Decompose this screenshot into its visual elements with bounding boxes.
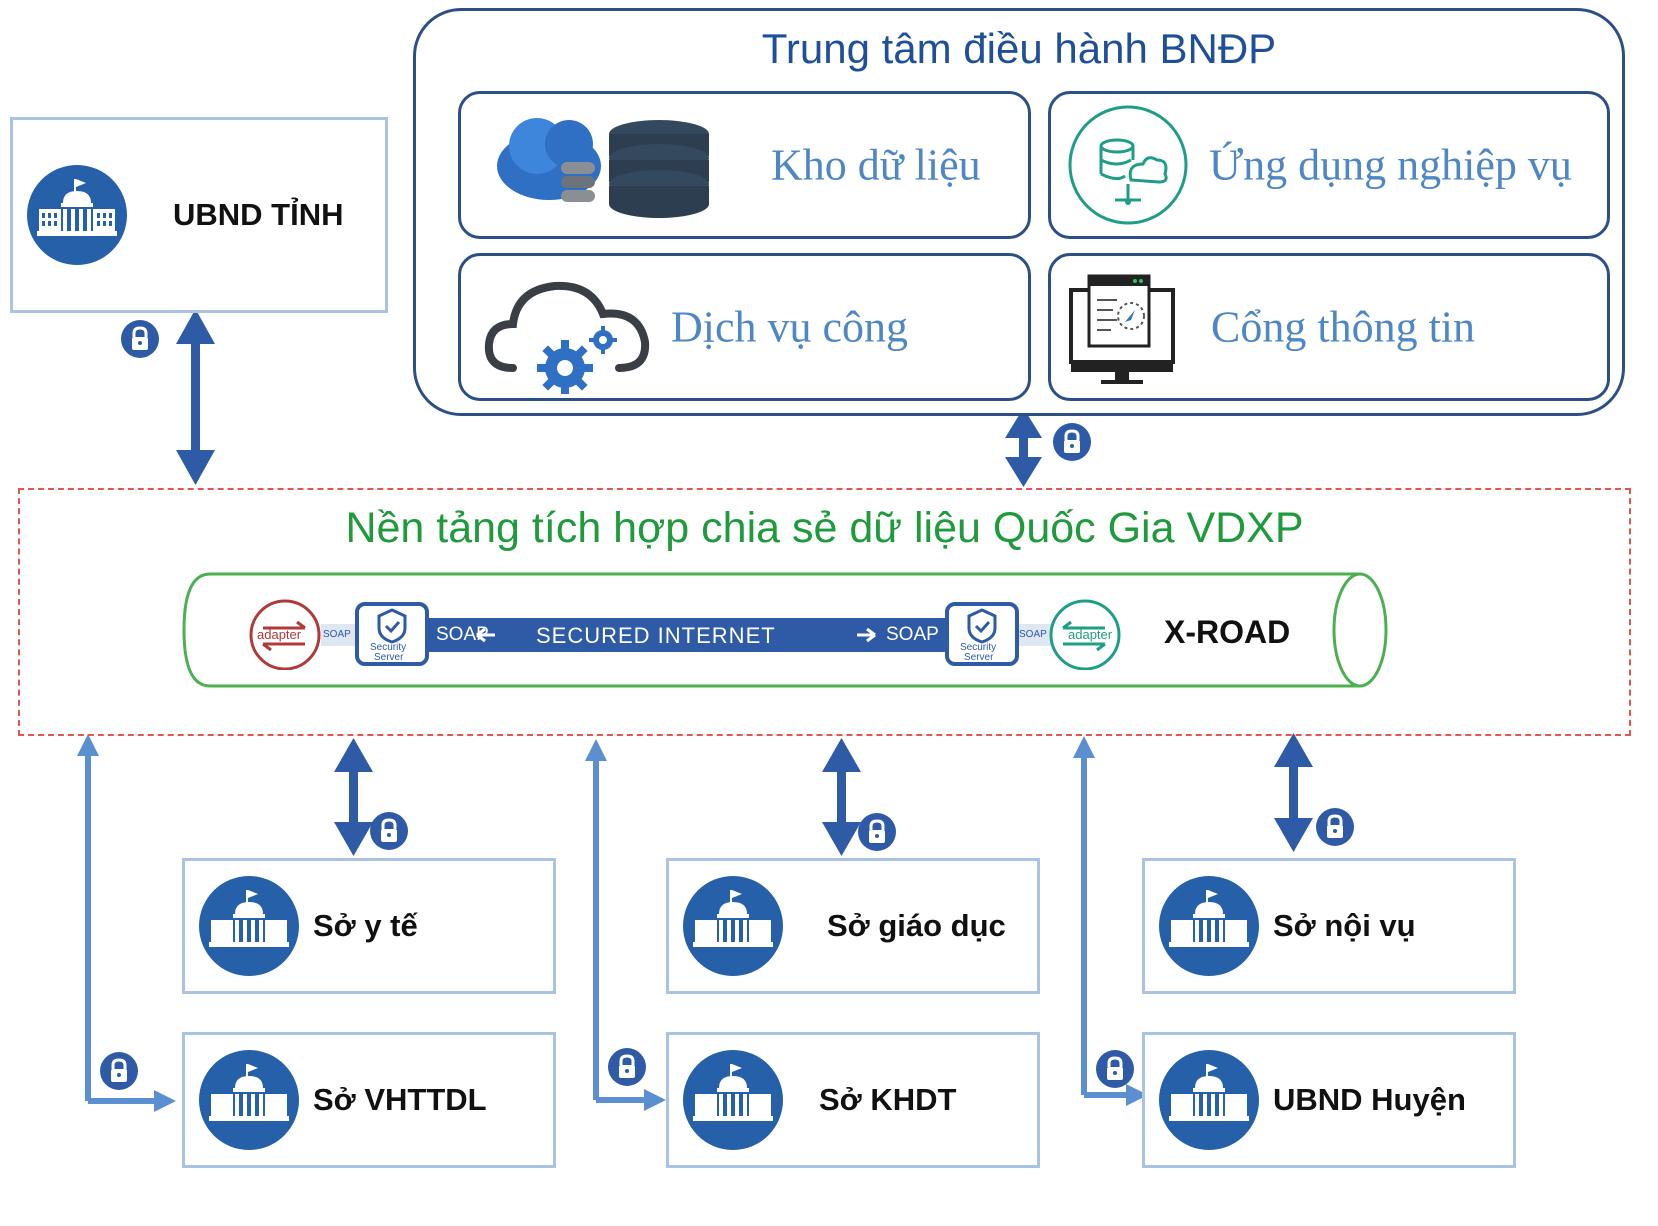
- service-portal: Cổng thông tin: [1048, 253, 1610, 401]
- cloud-gear-icon: [479, 264, 654, 396]
- dept-health-label: Sở y tế: [313, 908, 418, 943]
- service-public-services-label: Dịch vụ công: [671, 302, 909, 352]
- lock-icon: [1316, 808, 1354, 846]
- education-platform-arrow: [822, 738, 861, 856]
- national-platform-title: Nền tảng tích hợp chia sẻ dữ liệu Quốc G…: [345, 504, 1304, 552]
- adapter-left-label: adapter: [257, 627, 302, 642]
- soap-label-left-small: SOAP: [323, 629, 351, 640]
- soap-label-right-small: SOAP: [1019, 629, 1047, 640]
- government-building-icon: [199, 876, 299, 976]
- soap-label-left: SOAP: [436, 624, 489, 645]
- home-affairs-platform-arrow: [1274, 733, 1313, 852]
- health-platform-arrow: [334, 738, 373, 856]
- government-building-icon: [199, 1050, 299, 1150]
- monitor-icon: [1065, 270, 1180, 388]
- lock-icon: [100, 1052, 138, 1090]
- xroad-label: X-ROAD: [1164, 614, 1291, 650]
- security-server-right-line1: Security: [960, 642, 997, 653]
- dept-planning-box: Sở KHDT: [666, 1032, 1040, 1168]
- service-portal-label: Cổng thông tin: [1211, 302, 1476, 352]
- dept-home-affairs-box: Sở nội vụ: [1142, 858, 1516, 994]
- dept-education-label: Sở giáo dục: [827, 908, 1006, 943]
- security-server-right-line2: Server: [964, 652, 994, 663]
- service-business-apps: Ứng dụng nghiệp vụ: [1048, 91, 1610, 239]
- lock-icon: [858, 813, 896, 851]
- cloud-database-icon: [489, 104, 739, 224]
- secured-internet-label: SECURED INTERNET: [536, 623, 776, 648]
- dept-district-label: UBND Huyện: [1273, 1082, 1466, 1117]
- hub-platform-arrow: [1005, 408, 1042, 487]
- province-platform-arrow: [176, 309, 215, 485]
- government-building-icon: [1159, 1050, 1259, 1150]
- secured-internet-band: [249, 599, 1121, 670]
- dept-home-affairs-label: Sở nội vụ: [1273, 908, 1416, 943]
- lock-icon: [1053, 423, 1091, 461]
- adapter-right-label: adapter: [1068, 627, 1113, 642]
- province-box: UBND TỈNH: [10, 117, 388, 313]
- xroad-pipe: [182, 572, 1388, 688]
- service-data-store-label: Kho dữ liệu: [771, 140, 981, 190]
- service-business-apps-label: Ứng dụng nghiệp vụ: [1209, 140, 1572, 190]
- database-cloud-icon: [1065, 102, 1191, 228]
- dept-planning-label: Sở KHDT: [819, 1082, 957, 1117]
- security-server-left-line1: Security: [370, 642, 407, 653]
- government-building-icon: [683, 1050, 783, 1150]
- government-building-icon: [683, 876, 783, 976]
- government-building-icon: [27, 165, 127, 265]
- dept-district-box: UBND Huyện: [1142, 1032, 1516, 1168]
- dept-culture-box: Sở VHTTDL: [182, 1032, 556, 1168]
- operations-center-panel: Trung tâm điều hành BNĐP Kho dữ liệu: [413, 8, 1625, 416]
- operations-center-title: Trung tâm điều hành BNĐP: [761, 25, 1277, 72]
- dept-education-box: Sở giáo dục: [666, 858, 1040, 994]
- lock-icon: [1096, 1050, 1134, 1088]
- dept-culture-label: Sở VHTTDL: [313, 1082, 487, 1117]
- soap-label-right: SOAP: [886, 624, 939, 645]
- security-server-left-line2: Server: [374, 652, 404, 663]
- national-platform-panel: Nền tảng tích hợp chia sẻ dữ liệu Quốc G…: [18, 488, 1631, 736]
- lock-icon: [370, 812, 408, 850]
- service-public-services: Dịch vụ công: [458, 253, 1031, 401]
- government-building-icon: [1159, 876, 1259, 976]
- lock-icon: [608, 1048, 646, 1086]
- lock-icon: [121, 320, 159, 358]
- province-label: UBND TỈNH: [173, 197, 344, 232]
- dept-health-box: Sở y tế: [182, 858, 556, 994]
- service-data-store: Kho dữ liệu: [458, 91, 1031, 239]
